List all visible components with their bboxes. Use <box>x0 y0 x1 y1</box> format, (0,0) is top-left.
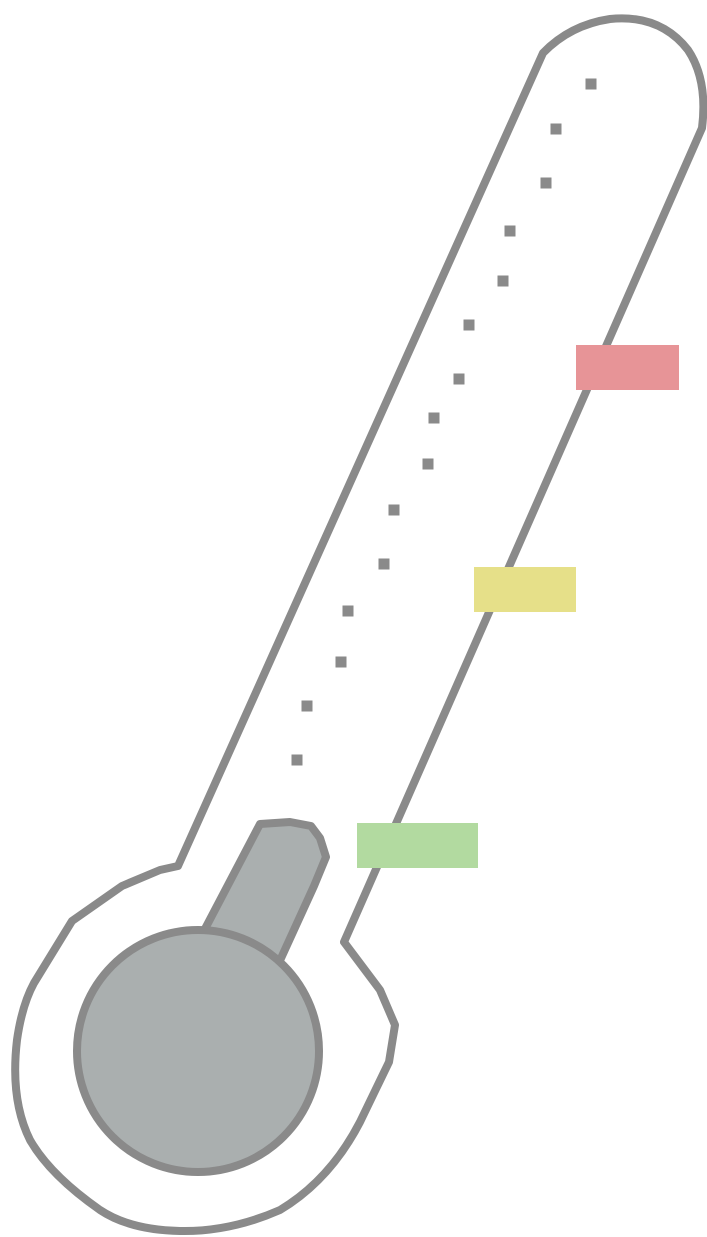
scale-tick <box>335 656 347 668</box>
scale-tick <box>504 225 516 237</box>
level-band-high <box>576 345 679 390</box>
level-band-low <box>357 823 478 868</box>
scale-tick <box>342 605 354 617</box>
scale-tick <box>497 275 509 287</box>
scale-tick <box>291 754 303 766</box>
scale-tick <box>550 123 562 135</box>
scale-tick <box>540 177 552 189</box>
scale-tick <box>301 700 313 712</box>
scale-tick <box>378 558 390 570</box>
scale-tick <box>388 504 400 516</box>
scale-ticks <box>291 78 597 766</box>
scale-tick <box>428 412 440 424</box>
scale-tick <box>463 319 475 331</box>
scale-tick <box>422 458 434 470</box>
mercury-bulb <box>73 926 323 1176</box>
scale-tick <box>453 373 465 385</box>
level-band-medium <box>474 567 576 612</box>
scale-tick <box>585 78 597 90</box>
